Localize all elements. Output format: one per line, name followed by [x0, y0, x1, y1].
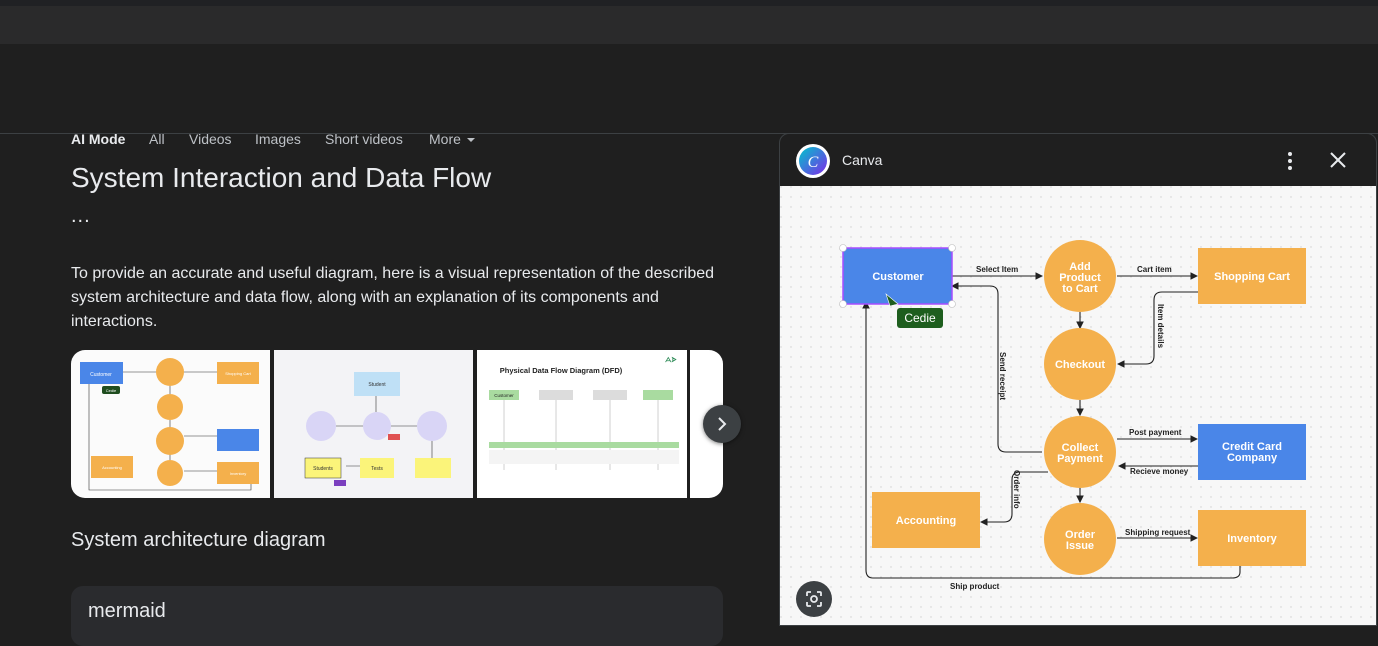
node-checkout-label: Checkout: [1055, 359, 1105, 371]
tab-videos[interactable]: Videos: [189, 131, 232, 147]
node-accounting-label: Accounting: [896, 515, 957, 527]
panel-source-title: Canva: [842, 152, 883, 168]
node-order-issue[interactable]: [1044, 503, 1116, 575]
edge-select-item: Select Item: [976, 265, 1018, 274]
edge-item-details: Item details: [1156, 304, 1165, 349]
node-shopping-label: Shopping Cart: [1214, 271, 1290, 283]
thumb1-accounting: Accounting: [102, 465, 122, 470]
collaborator-cursor-icon: [885, 293, 899, 307]
node-collect-line2: Payment: [1057, 453, 1103, 465]
thumbnail-2[interactable]: Student Students Tests: [274, 350, 473, 498]
more-options-button[interactable]: [1280, 148, 1300, 174]
node-collect-line1: Collect: [1062, 442, 1099, 454]
tab-images[interactable]: Images: [255, 131, 301, 147]
node-customer[interactable]: [842, 247, 953, 305]
lens-icon: [806, 591, 822, 607]
thumb1-customer: Customer: [90, 372, 112, 378]
collaborator-badge: [897, 308, 943, 328]
node-add-line2: Product: [1059, 272, 1101, 284]
description-paragraph: To provide an accurate and useful diagra…: [71, 265, 715, 330]
edge-send-receipt: Send receipt: [998, 352, 1007, 400]
edge-recieve-money: Recieve money: [1130, 467, 1189, 476]
node-customer-label: Customer: [872, 271, 924, 283]
node-add-line3: to Cart: [1062, 283, 1098, 295]
edge-order-info: Order info: [1012, 470, 1021, 509]
section-heading: System architecture diagram: [71, 529, 326, 551]
node-credit-line2: Company: [1227, 452, 1278, 464]
tab-more-label: More: [429, 131, 461, 147]
thumb3-customer: Customer: [494, 393, 514, 398]
node-accounting[interactable]: [872, 492, 980, 548]
node-inventory-label: Inventory: [1227, 533, 1277, 545]
thumbnail-3[interactable]: Physical Data Flow Diagram (DFD) ᗋᗌ Cust…: [477, 350, 687, 498]
thumb3-logo-icon: ᗋᗌ: [665, 356, 678, 364]
thumb1-shopping: Shopping Cart: [225, 371, 251, 376]
close-icon: [1330, 152, 1346, 168]
node-inventory[interactable]: [1198, 510, 1306, 566]
data-flow-diagram: Select Item Cart item Item details Send …: [780, 186, 1376, 625]
thumb3-title: Physical Data Flow Diagram (DFD): [500, 366, 623, 375]
thumb1-cedie: Cedie: [106, 388, 117, 393]
node-credit-line1: Credit Card: [1222, 441, 1282, 453]
tab-ai-mode[interactable]: AI Mode: [71, 131, 126, 147]
thumb2-tests: Tests: [371, 466, 383, 472]
edge-cart-item: Cart item: [1137, 265, 1172, 274]
collaborator-name: Cedie: [904, 311, 936, 325]
thumb2-student: Student: [368, 382, 386, 388]
node-shopping-cart[interactable]: [1198, 248, 1306, 304]
search-tabs: AI Mode All Videos Images Short videos M…: [0, 44, 1378, 147]
node-checkout[interactable]: [1044, 328, 1116, 400]
tab-short-videos[interactable]: Short videos: [325, 131, 403, 147]
thumbnail-1[interactable]: Customer Cedie Shopping Cart Accounting …: [71, 350, 270, 498]
node-credit-card[interactable]: [1198, 424, 1306, 480]
chevron-right-icon: [718, 417, 727, 431]
canva-logo-icon: C: [796, 144, 830, 178]
node-order-line1: Order: [1065, 529, 1096, 541]
image-carousel: Customer Cedie Shopping Cart Accounting …: [71, 350, 723, 498]
ellipsis-indicator: ...: [71, 205, 91, 227]
code-block: mermaid: [71, 586, 723, 646]
browser-top-bar: [0, 0, 1378, 45]
carousel-next-button[interactable]: [703, 405, 741, 443]
edge-shipping-request: Shipping request: [1125, 528, 1191, 537]
node-add-product[interactable]: [1044, 240, 1116, 312]
vertical-dots-icon: [1288, 152, 1292, 170]
node-add-line1: Add: [1069, 261, 1090, 273]
image-preview-panel: C Canva: [779, 133, 1377, 626]
tab-all[interactable]: All: [149, 131, 165, 147]
node-collect-payment[interactable]: [1044, 416, 1116, 488]
thumb2-students: Students: [313, 466, 333, 472]
close-panel-button[interactable]: [1326, 148, 1350, 172]
lens-search-button[interactable]: [796, 581, 832, 617]
canva-logo-letter: C: [808, 154, 819, 171]
thumb1-inventory: Inventory: [230, 471, 246, 476]
browser-top-strip: [0, 0, 1378, 6]
edge-post-payment: Post payment: [1129, 428, 1182, 437]
caret-down-icon: [466, 138, 475, 143]
tab-more[interactable]: More: [429, 131, 475, 147]
page-title: System Interaction and Data Flow: [71, 162, 492, 193]
code-language-label: mermaid: [88, 600, 166, 622]
edge-ship-product: Ship product: [950, 582, 1000, 591]
node-order-line2: Issue: [1066, 540, 1094, 552]
